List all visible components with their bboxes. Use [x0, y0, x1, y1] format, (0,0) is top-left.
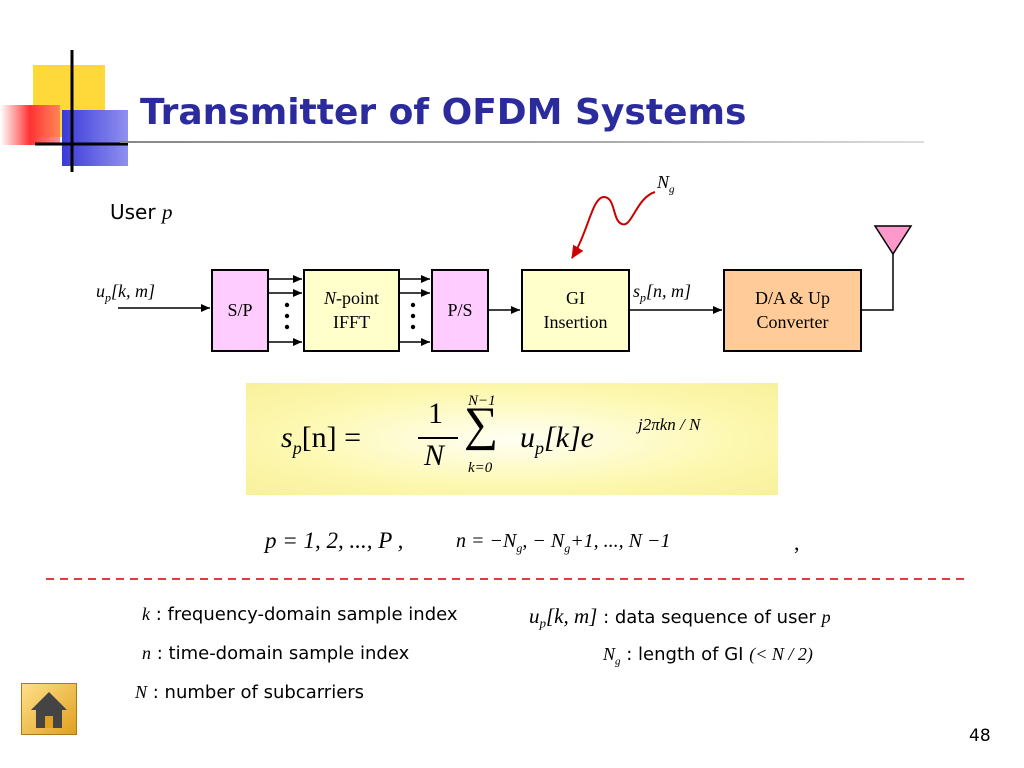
- formula-sum-symbol: ∑: [464, 398, 499, 451]
- formula-sum-upper: N−1: [468, 393, 496, 409]
- ps-block-label: P/S: [447, 299, 473, 320]
- slide-logo: [0, 50, 128, 172]
- user-label: User p: [110, 200, 172, 225]
- formula-exponent: j2πkn / N: [638, 415, 701, 434]
- legend-Ng: Ng : length of GI (< N / 2): [603, 644, 813, 668]
- ng-squiggle-arrow: [571, 191, 656, 259]
- slide-title: Transmitter of OFDM Systems: [140, 92, 747, 133]
- antenna-icon: [873, 225, 913, 256]
- title-underline: [120, 141, 924, 143]
- formula-fraction-numerator: 1: [428, 397, 443, 430]
- gi-block-line1: GI: [565, 288, 585, 309]
- user-label-prefix: User: [110, 200, 156, 224]
- ofdm-formula-box: sp[n] = 1 N N−1 ∑ k=0 up[k]e j2πkn / N: [246, 383, 778, 495]
- ifft-block-line1: N-point: [323, 288, 379, 309]
- formula-sum-lower: k=0: [468, 460, 493, 476]
- legend-N: N : number of subcarriers: [135, 682, 365, 703]
- ps-block: P/S: [431, 269, 489, 352]
- da-block-line2: Converter: [756, 311, 829, 332]
- parallel-dots-left: [284, 302, 290, 330]
- ifft-block-line2: IFFT: [332, 311, 370, 332]
- gi-insertion-block: GI Insertion: [521, 269, 630, 352]
- ifft-block: N-point IFFT: [303, 269, 400, 352]
- da-up-converter-block: D/A & Up Converter: [723, 269, 862, 352]
- input-signal-label: up[k, m]: [96, 281, 155, 305]
- ng-label: Ng: [657, 172, 675, 196]
- legend-u: up[k, m] : data sequence of user p: [529, 604, 831, 631]
- da-block-line1: D/A & Up: [754, 288, 830, 309]
- output-signal-label: sp[n, m]: [633, 281, 692, 305]
- gi-block-line2: Insertion: [543, 311, 608, 332]
- page-number: 48: [969, 726, 991, 746]
- n-range: n = −Ng, − Ng+1, ..., N −1: [456, 530, 671, 555]
- legend-k: k : frequency-domain sample index: [142, 604, 458, 625]
- user-label-var: p: [161, 200, 173, 224]
- formula-fraction-denominator: N: [424, 439, 445, 472]
- sp-block-label: S/P: [227, 299, 253, 320]
- formula-fraction-bar: [418, 437, 458, 439]
- p-range: p = 1, 2, ..., P ,: [265, 528, 404, 553]
- sp-block: S/P: [211, 269, 269, 352]
- legend-n: n : time-domain sample index: [142, 643, 410, 664]
- formula-lhs: sp[n] =: [281, 421, 362, 458]
- da-antenna-wire: [862, 254, 894, 311]
- ranges-trailing-comma: ,: [794, 530, 800, 555]
- home-button[interactable]: [21, 683, 77, 735]
- home-icon: [31, 692, 67, 728]
- formula-term: up[k]e: [520, 421, 594, 458]
- parallel-dots-right: [410, 302, 416, 330]
